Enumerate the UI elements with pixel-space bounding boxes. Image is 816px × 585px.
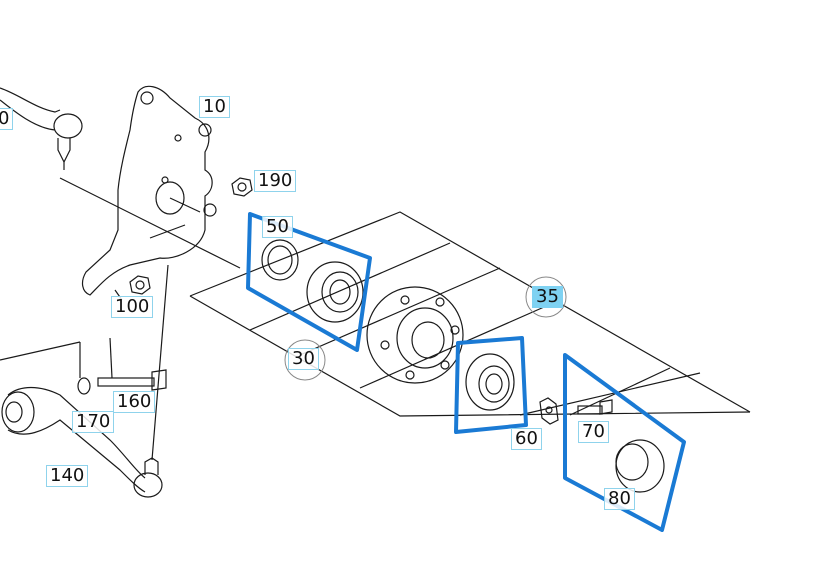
upper-control-arm (0, 87, 83, 170)
washer-170 (77, 377, 91, 395)
bolt-160 (97, 369, 167, 391)
callout-0: 0 (0, 108, 14, 130)
wheel-bearing-outer (465, 353, 515, 411)
seal-ring-50 (261, 239, 299, 281)
callout-35: 35 (532, 286, 563, 308)
callout-140: 140 (46, 465, 89, 487)
callout-30: 30 (288, 348, 319, 370)
highlight-frame-outer-bearing (454, 336, 528, 434)
callout-70: 70 (578, 421, 609, 443)
highlight-frame-cap (563, 353, 686, 532)
callout-160: 160 (113, 391, 156, 413)
callout-50: 50 (262, 216, 293, 238)
screw-70 (577, 399, 613, 415)
wheel-bearing-inner (306, 261, 364, 323)
nut-190 (231, 177, 253, 197)
steering-knuckle (81, 85, 217, 296)
clamp-nut-60 (539, 397, 559, 425)
callout-80: 80 (604, 488, 635, 510)
nut-100 (129, 275, 151, 295)
callout-100: 100 (111, 296, 154, 318)
assembly-platform (189, 211, 751, 417)
callout-10: 10 (199, 96, 230, 118)
callout-60: 60 (511, 428, 542, 450)
highlight-frames (246, 212, 686, 532)
wheel-hub (366, 286, 464, 384)
highlight-frame-bearing-set (246, 212, 372, 352)
grease-cap-80 (615, 439, 665, 493)
callout-190: 190 (254, 170, 297, 192)
callout-170: 170 (72, 411, 115, 433)
